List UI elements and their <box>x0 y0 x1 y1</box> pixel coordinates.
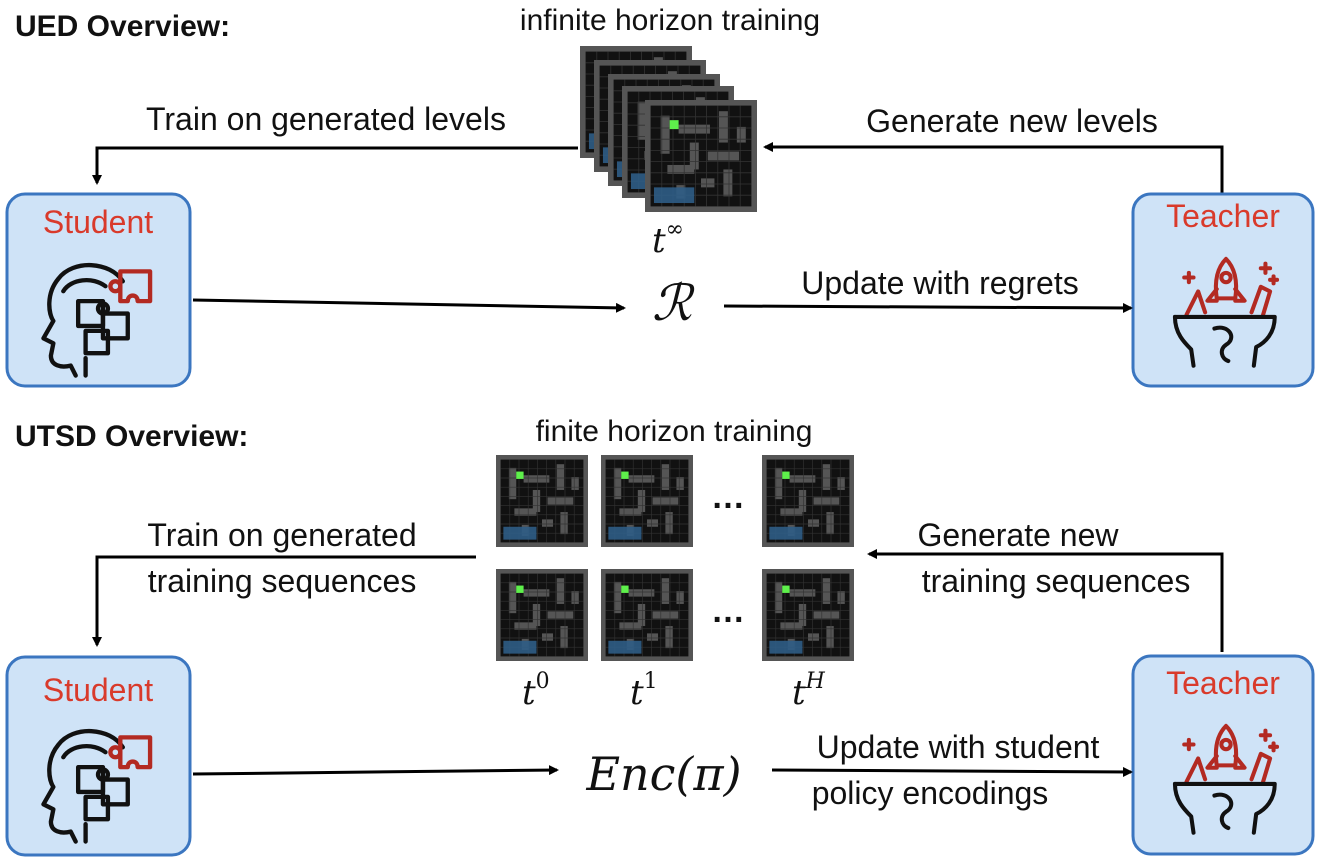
utsd-ellipsis-row1: … <box>711 478 745 516</box>
utsd-bottom-edge-line2: policy encodings <box>812 775 1049 811</box>
maze-level-icon <box>600 569 694 661</box>
utsd-bottom-edge-line1: Update with student <box>817 729 1100 765</box>
utsd-student-to-enc-arrow <box>192 765 559 776</box>
ued-regret-symbol: ℛ <box>652 274 695 332</box>
maze-level-icon <box>495 569 589 661</box>
utsd-time-label-0: t0 <box>522 669 550 713</box>
maze-level-icon <box>495 455 589 547</box>
ued-level-stack <box>580 46 758 212</box>
ued-teacher-box: Teacher <box>1131 192 1315 388</box>
maze-level-icon <box>761 569 855 661</box>
maze-level-icon <box>644 100 758 212</box>
utsd-left-edge-line1: Train on generated <box>147 517 416 553</box>
maze-level-icon <box>600 455 694 547</box>
ued-bottom-edge-label: Update with regrets <box>801 265 1078 301</box>
ued-right-edge-label: Generate new levels <box>866 103 1158 139</box>
utsd-generate-arrow <box>867 549 1224 652</box>
utsd-top-label: finite horizon training <box>536 415 813 448</box>
utsd-student-box: Student <box>5 655 192 857</box>
utsd-enc-symbol: Enc(π) <box>585 747 741 801</box>
utsd-enc-to-teacher-arrow <box>771 766 1133 777</box>
ued-student-label: Student <box>43 204 153 240</box>
utsd-right-edge-line2: training sequences <box>922 563 1191 599</box>
ued-regret-to-teacher-arrow <box>723 302 1133 313</box>
utsd-student-label: Student <box>43 672 153 708</box>
utsd-teacher-label: Teacher <box>1166 665 1280 701</box>
utsd-right-edge-line1: Generate new <box>917 517 1119 553</box>
utsd-heading: UTSD Overview: <box>15 420 248 453</box>
ued-student-to-regret-arrow <box>192 298 626 313</box>
utsd-ellipsis-row2: … <box>711 592 745 630</box>
utsd-left-edge-line2: training sequences <box>148 563 417 599</box>
ued-top-label: infinite horizon training <box>520 4 820 37</box>
ued-generate-arrow <box>763 142 1224 195</box>
utsd-time-label-h: tH <box>792 669 826 713</box>
ued-left-edge-label: Train on generated levels <box>146 101 506 137</box>
ued-time-label: t∞ <box>652 217 684 261</box>
utsd-level-grid <box>495 455 855 661</box>
utsd-teacher-box: Teacher <box>1131 654 1315 856</box>
utsd-train-arrow <box>92 555 476 647</box>
ued-student-box: Student <box>5 192 192 388</box>
ued-heading: UED Overview: <box>15 10 230 43</box>
ued-train-arrow <box>92 146 578 185</box>
maze-level-icon <box>761 455 855 547</box>
ued-teacher-label: Teacher <box>1166 198 1280 234</box>
utsd-time-label-1: t1 <box>630 669 658 713</box>
